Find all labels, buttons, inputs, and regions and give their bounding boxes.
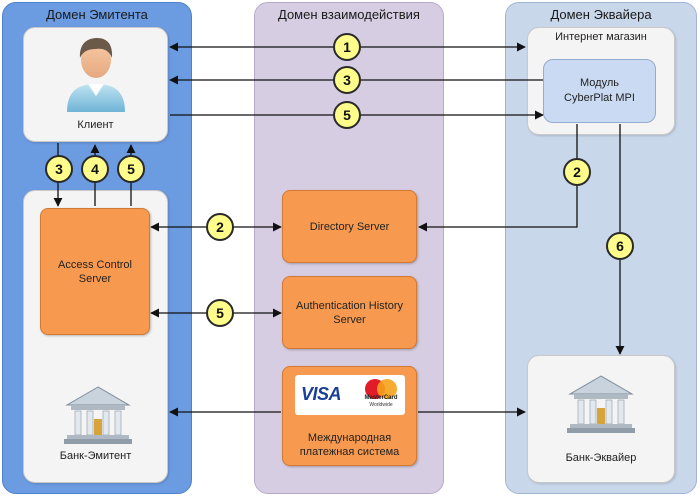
shop-label: Интернет магазин xyxy=(555,31,647,43)
card-logos: VISA MasterCard Worldwide xyxy=(295,375,405,415)
client-avatar-icon xyxy=(63,30,129,112)
step-marker: 1 xyxy=(333,33,361,61)
ahs-label: Authentication History Server xyxy=(296,299,403,326)
mastercard-logo: MasterCard Worldwide xyxy=(361,377,401,413)
step-marker: 3 xyxy=(333,66,361,94)
ahs-box: Authentication History Server xyxy=(282,276,417,349)
step-marker: 6 xyxy=(606,232,634,260)
mastercard-subtext: Worldwide xyxy=(369,402,393,408)
acquirer-bank-label: Банк-Эквайер xyxy=(565,452,637,464)
issuer-bank-label: Банк-Эмитент xyxy=(59,450,132,462)
issuer-bank-icon xyxy=(63,385,133,445)
step-marker: 5 xyxy=(117,155,145,183)
acquirer-bank-icon xyxy=(566,374,636,434)
directory-server-box: Directory Server xyxy=(282,190,417,263)
directory-server-label: Directory Server xyxy=(309,220,390,233)
mastercard-text: MasterCard xyxy=(364,395,398,401)
issuer-domain-title: Домен Эмитента xyxy=(46,7,148,22)
payment-system-label: Международная платежная система xyxy=(299,432,400,458)
visa-logo: VISA xyxy=(301,384,342,404)
mpi-label: Модуль CyberPlat MPI xyxy=(564,77,635,104)
acs-label: Access Control Server xyxy=(58,258,132,285)
mpi-box: Модуль CyberPlat MPI xyxy=(543,59,656,123)
step-marker: 2 xyxy=(206,213,234,241)
step-marker: 4 xyxy=(81,155,109,183)
step-marker: 2 xyxy=(563,158,591,186)
acs-box: Access Control Server xyxy=(40,208,150,335)
client-label: Клиент xyxy=(77,119,114,131)
step-marker: 5 xyxy=(333,101,361,129)
step-marker: 3 xyxy=(45,155,73,183)
step-marker: 5 xyxy=(206,299,234,327)
interop-domain-title: Домен взаимодействия xyxy=(278,7,420,22)
acquirer-domain-title: Домен Эквайера xyxy=(550,7,652,22)
